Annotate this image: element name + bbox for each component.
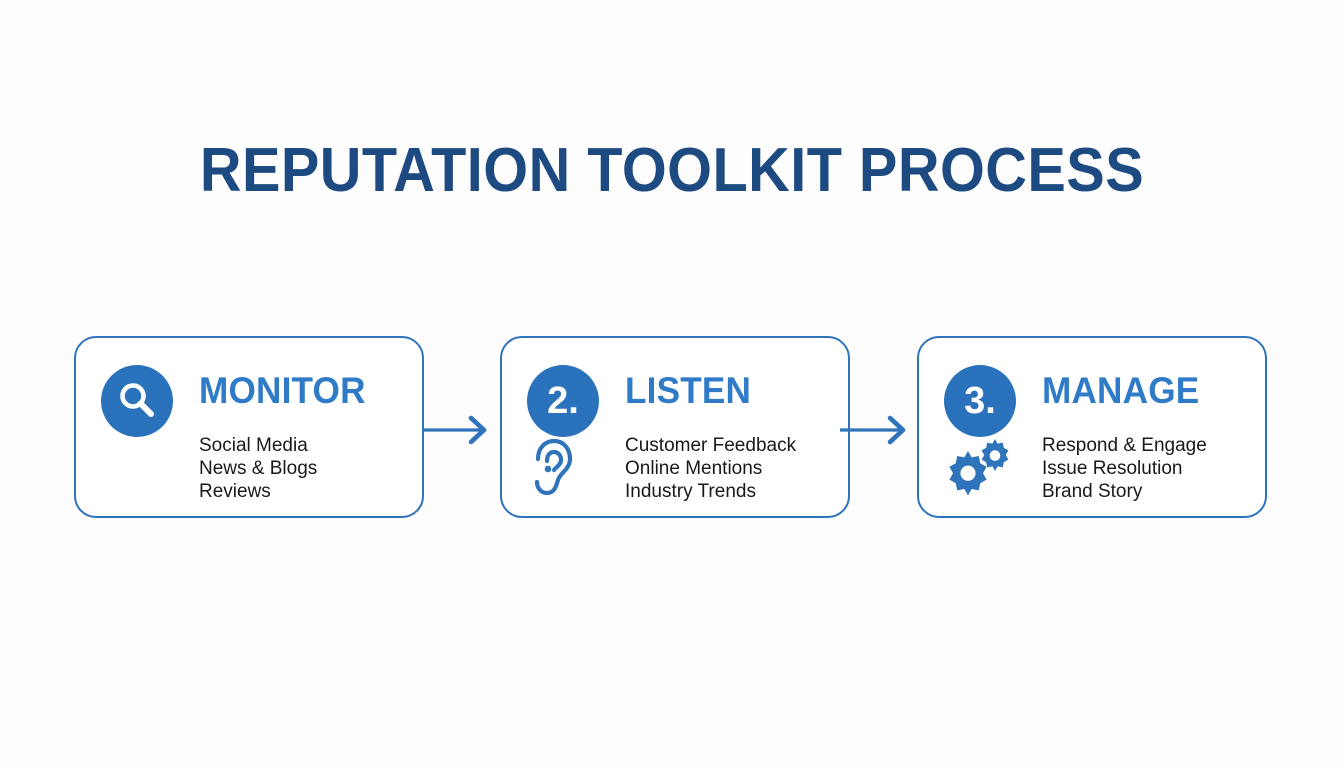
step-items: Social Media News & Blogs Reviews xyxy=(199,434,317,503)
list-item: Brand Story xyxy=(1042,481,1143,502)
step-items: Customer Feedback Online Mentions Indust… xyxy=(625,434,796,503)
process-step-manage[interactable]: 3. MANAGE Respond & Engage Issue Resolut… xyxy=(917,336,1267,518)
step-items: Respond & Engage Issue Resolution Brand … xyxy=(1042,434,1207,503)
list-item: Industry Trends xyxy=(625,481,756,502)
arrow-right-icon xyxy=(423,414,491,446)
step-number-badge: 2. xyxy=(527,365,599,437)
page-title: REPUTATION TOOLKIT PROCESS xyxy=(199,136,1145,205)
process-step-listen[interactable]: 2. LISTEN Customer Feedback Online Menti… xyxy=(500,336,850,518)
list-item: Reviews xyxy=(199,481,271,502)
ear-icon xyxy=(526,437,602,499)
process-flow: MONITOR Social Media News & Blogs Review… xyxy=(0,336,1344,522)
gears-icon xyxy=(943,437,1019,499)
step-heading: MANAGE xyxy=(1042,370,1200,411)
list-item: Social Media xyxy=(199,435,308,456)
list-item: Online Mentions xyxy=(625,458,763,479)
list-item: News & Blogs xyxy=(199,458,318,479)
list-item: Customer Feedback xyxy=(625,435,797,456)
magnifier-icon xyxy=(101,365,173,437)
list-item: Issue Resolution xyxy=(1042,458,1183,479)
step-heading: LISTEN xyxy=(625,370,752,411)
process-step-monitor[interactable]: MONITOR Social Media News & Blogs Review… xyxy=(74,336,424,518)
step-heading: MONITOR xyxy=(199,370,366,411)
list-item: Respond & Engage xyxy=(1042,435,1207,456)
arrow-right-icon xyxy=(840,414,910,446)
step-number-badge: 3. xyxy=(944,365,1016,437)
